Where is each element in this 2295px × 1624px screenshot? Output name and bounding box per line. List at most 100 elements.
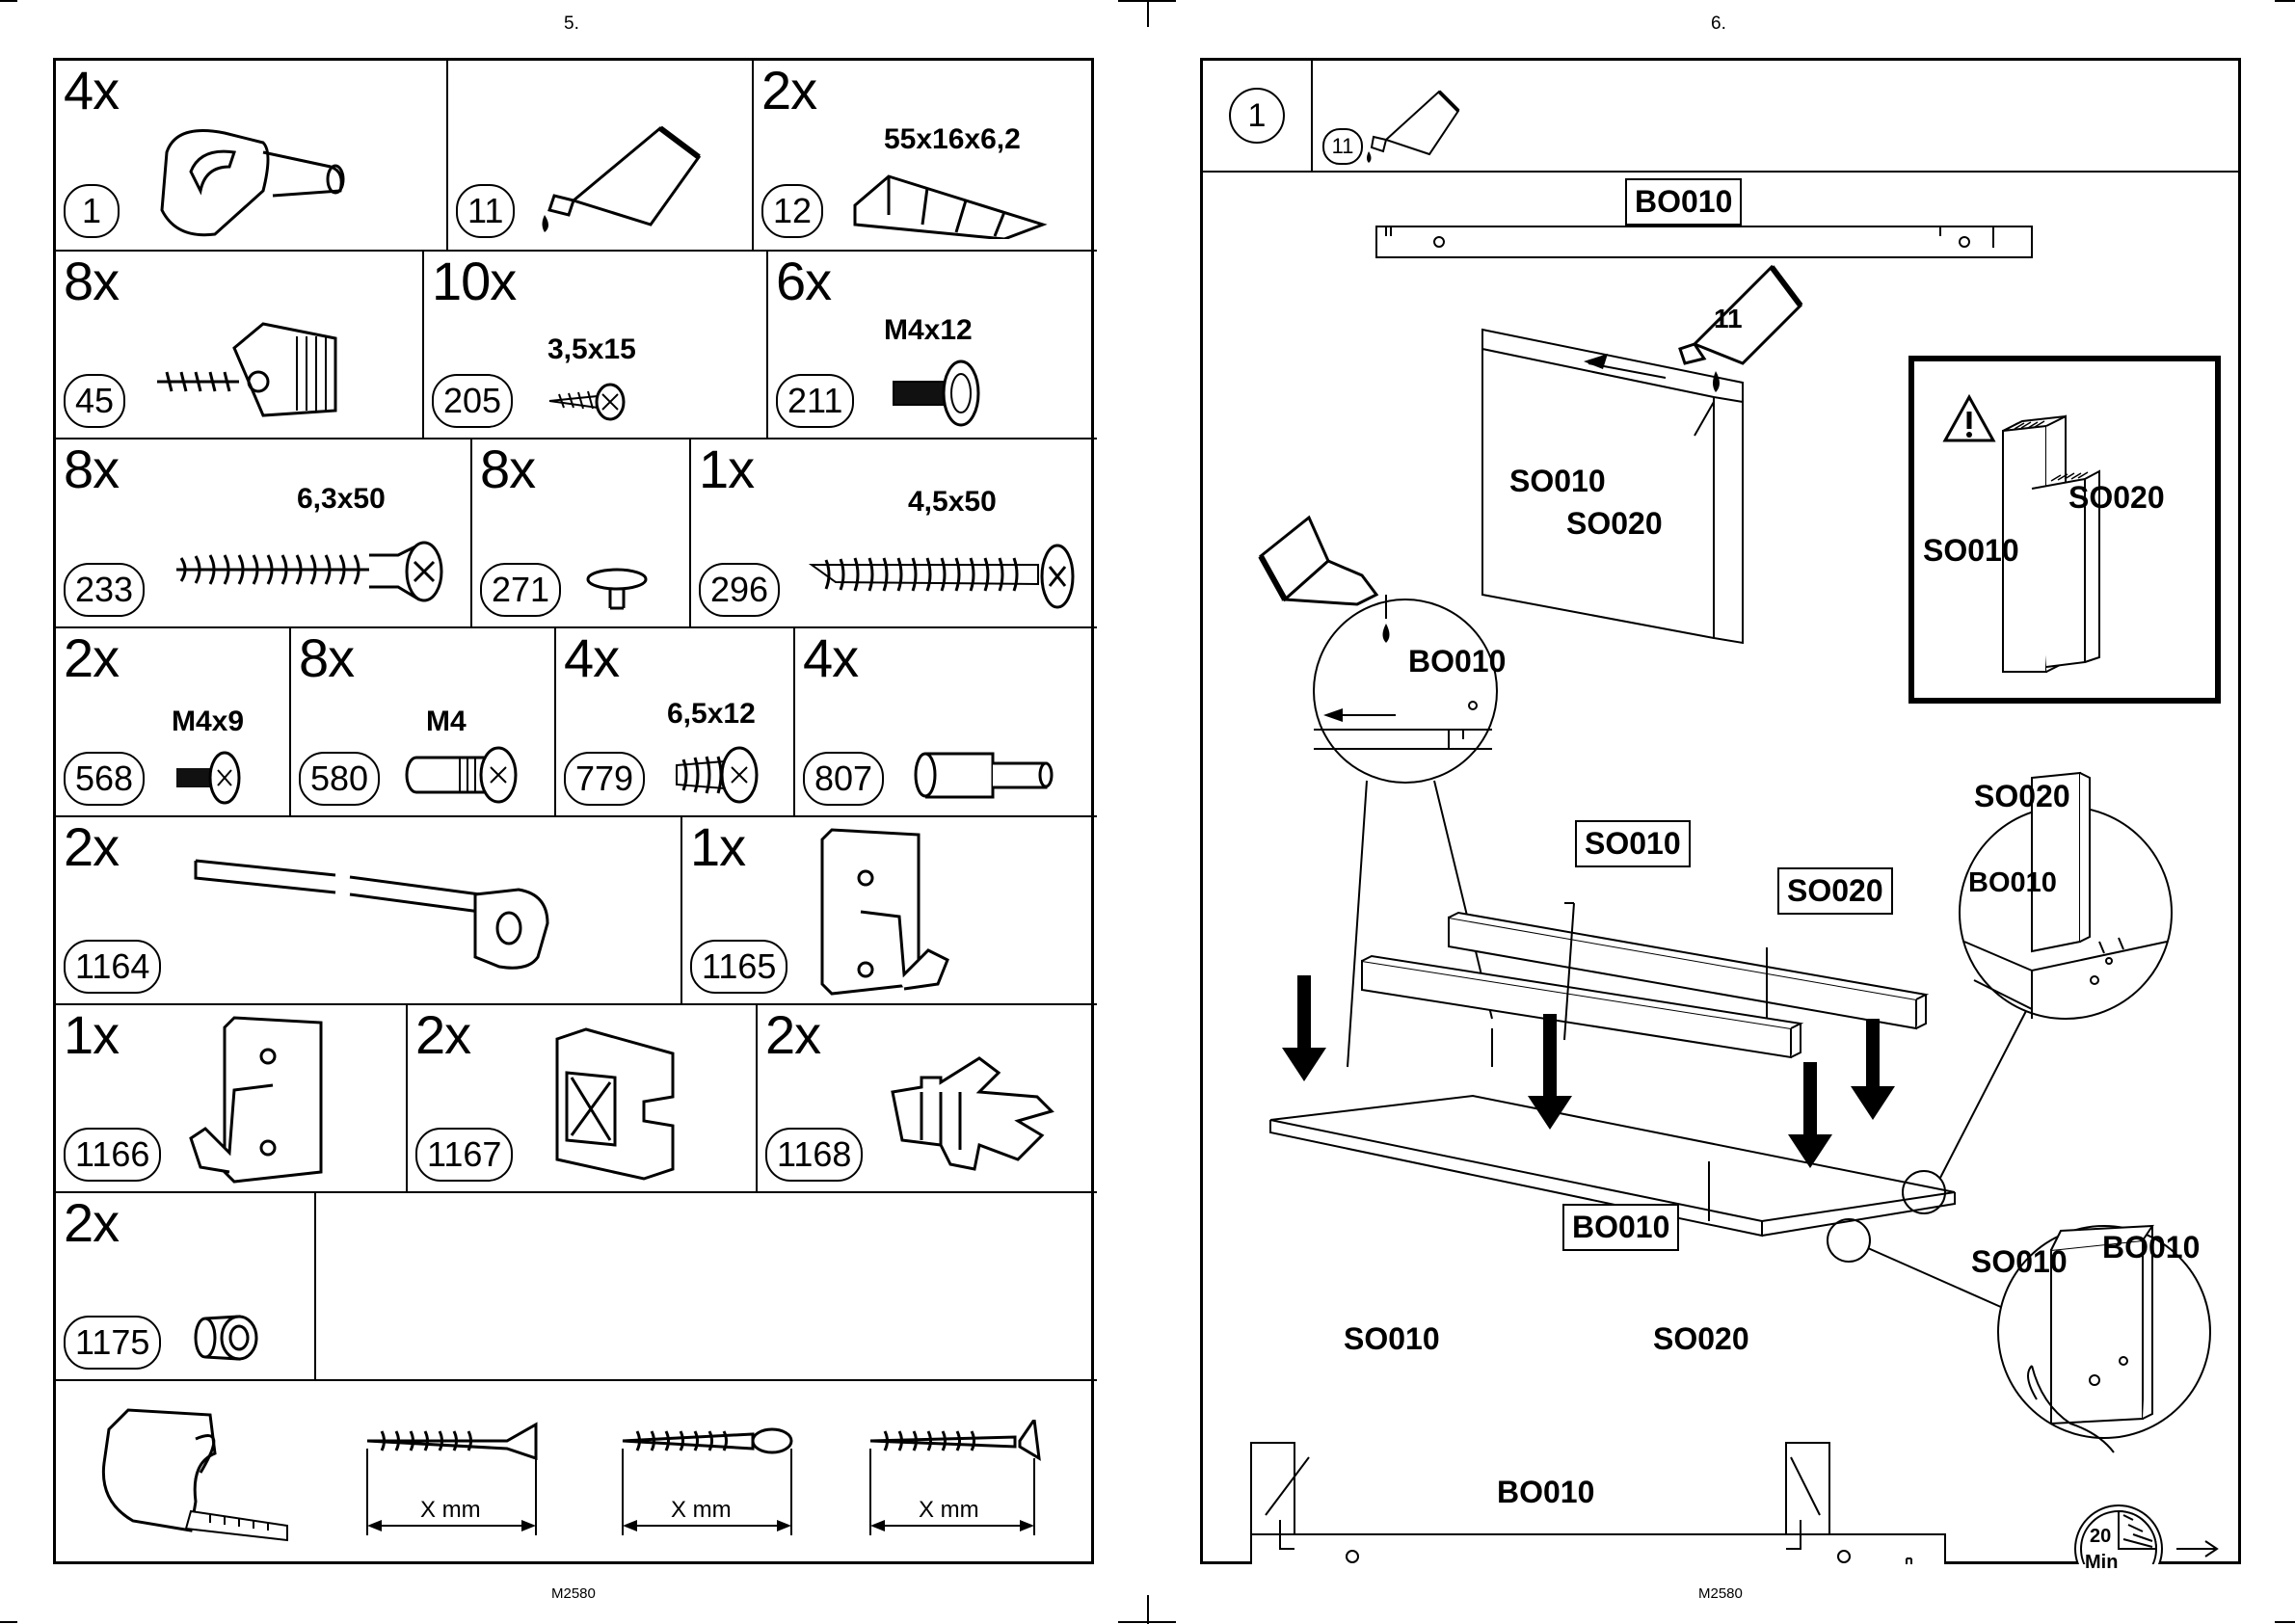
measure-screw-1: X mm	[362, 1420, 555, 1555]
assembly-step: 1 11	[1200, 58, 2241, 1573]
corner-connector-icon	[157, 322, 337, 417]
part-cell-580: 8x 580 M4	[289, 628, 554, 817]
parts-list: 4x 1 11 2x 12	[53, 58, 1097, 1564]
glue-tube-icon	[542, 125, 702, 232]
part-cell-1168: 2x 1168	[756, 1005, 1097, 1193]
part-cell-205: 10x 205 3,5x15	[422, 252, 766, 439]
step-number-cell: 1	[1203, 61, 1313, 171]
part-number: 568	[64, 752, 146, 806]
part-quantity: 8x	[299, 627, 355, 688]
side-label-bo010: BO010	[1497, 1475, 1595, 1509]
parts-row: 8x 233 6,3x50 8x 271	[56, 438, 1097, 628]
hanger-bracket-icon	[189, 1016, 323, 1184]
part-cell-233: 8x 233 6,3x50	[56, 439, 470, 628]
warning-label-so010: SO010	[1923, 533, 2019, 568]
sleeve-icon	[194, 1315, 258, 1361]
cam-screw-icon	[176, 541, 443, 602]
short-screw-icon	[676, 746, 759, 804]
empty-cell	[314, 1193, 1097, 1381]
part-quantity: 10x	[432, 251, 517, 311]
part-cell-568: 2x 568 M4x9	[56, 628, 289, 817]
part-number: 807	[803, 752, 885, 806]
part-quantity: 1x	[64, 1004, 120, 1065]
part-number: 296	[699, 563, 781, 617]
clip-connector-icon	[555, 1027, 675, 1181]
measure-screw-2: X mm	[618, 1420, 811, 1555]
part-number: 11	[456, 184, 516, 238]
part-cell-1166: 1x 1166	[56, 1005, 406, 1193]
measure-label: X mm	[420, 1497, 481, 1523]
part-quantity: 8x	[480, 439, 536, 499]
part-quantity: 1x	[690, 816, 746, 877]
parts-row: 8x 45 10x 205 3,5x15	[56, 250, 1097, 439]
part-dimension: 6,3x50	[297, 483, 386, 515]
shelf-pin-icon	[914, 752, 1054, 799]
cover-cap-icon	[586, 568, 648, 610]
part-cell-1175: 2x 1175	[56, 1193, 314, 1381]
part-label-so010: SO010	[1509, 464, 1606, 498]
part-dimension: 55x16x6,2	[884, 123, 1021, 155]
page-6: 6. M2580 1 11	[1147, 0, 2294, 1624]
part-cell-1: 4x 1	[56, 61, 446, 250]
crop-mark	[1147, 0, 1149, 27]
part-number: 580	[299, 752, 381, 806]
warning-label-so020: SO020	[2068, 480, 2165, 515]
connector-bolt-icon	[405, 746, 518, 804]
part-number: 233	[64, 563, 146, 617]
crop-mark	[2275, 1621, 2295, 1623]
part-number: 1175	[64, 1316, 162, 1370]
part-number: 1168	[765, 1128, 864, 1182]
part-dimension: 6,5x12	[667, 698, 756, 730]
part-number: 45	[64, 374, 126, 428]
hinge-clip-icon	[160, 129, 345, 237]
side-label-so020: SO020	[1653, 1321, 1749, 1356]
parts-row: 1x 1166 2x 1167 2x	[56, 1003, 1097, 1193]
part-label-so020: SO020	[1777, 867, 1893, 915]
part-label-so020: SO020	[1566, 506, 1663, 541]
page-5: 5. M2580 4x 1 11	[0, 0, 1147, 1624]
small-screw-icon	[548, 383, 626, 421]
part-number: 205	[432, 374, 514, 428]
part-dimension: M4x12	[884, 314, 973, 346]
crop-mark	[2275, 0, 2295, 2]
page-footer: M2580	[551, 1585, 596, 1602]
part-quantity: 8x	[64, 439, 120, 499]
part-number: 1165	[690, 940, 788, 994]
part-quantity: 4x	[803, 627, 859, 688]
zoom-label-so010: SO010	[1971, 1244, 2068, 1279]
part-label-bo010: BO010	[1562, 1204, 1680, 1251]
measure-screw-3: X mm	[866, 1415, 1058, 1555]
assembly-illustration	[1250, 226, 2221, 1564]
part-dimension: M4	[426, 706, 467, 737]
part-cell-11: 11	[446, 61, 752, 250]
step-number: 1	[1229, 88, 1285, 144]
page-number: 5.	[564, 13, 579, 34]
part-number: 1167	[415, 1128, 514, 1182]
part-quantity: 2x	[64, 627, 120, 688]
wedge-icon	[853, 174, 1048, 239]
part-dimension: 3,5x15	[547, 333, 636, 365]
part-quantity: 2x	[415, 1004, 471, 1065]
zoom-label-bo010: BO010	[2102, 1230, 2201, 1265]
part-cell-271: 8x 271	[470, 439, 689, 628]
rail-bracket-icon	[194, 859, 549, 970]
part-number: 1166	[64, 1128, 162, 1182]
part-quantity: 8x	[64, 251, 120, 311]
assembly-time-value: 20	[2090, 1526, 2112, 1547]
part-cell-1165: 1x 1165	[680, 817, 1097, 1005]
step-part-number: 11	[1322, 128, 1363, 165]
part-quantity: 2x	[765, 1004, 821, 1065]
part-quantity: 2x	[64, 1192, 120, 1253]
part-dimension: 4,5x50	[908, 486, 997, 518]
page-footer: M2580	[1698, 1585, 1743, 1602]
part-cell-1164: 2x 1164	[56, 817, 680, 1005]
part-quantity: 1x	[699, 439, 755, 499]
crop-mark	[1118, 1621, 1176, 1623]
assembly-time-unit: Min	[2085, 1552, 2119, 1573]
machine-screw-icon	[893, 359, 980, 427]
part-cell-807: 4x 807	[793, 628, 1097, 817]
side-label-so010: SO010	[1344, 1321, 1440, 1356]
crop-mark	[0, 1621, 17, 1623]
measure-label: X mm	[919, 1497, 979, 1523]
part-quantity: 4x	[564, 627, 620, 688]
